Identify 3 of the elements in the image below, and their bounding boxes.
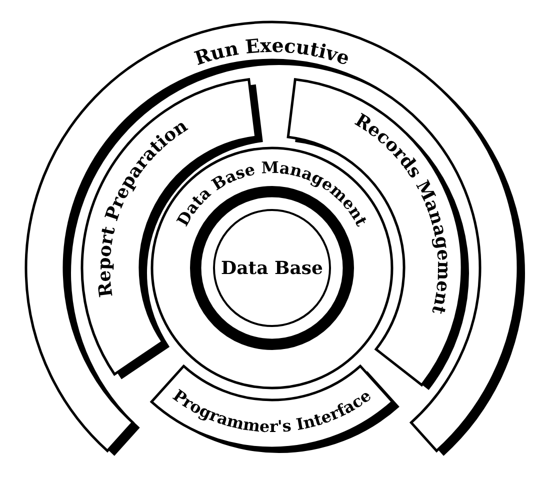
ring-band <box>150 364 400 453</box>
ring-label: Run Executive <box>192 34 352 70</box>
circle-label: Data Base <box>221 258 323 279</box>
